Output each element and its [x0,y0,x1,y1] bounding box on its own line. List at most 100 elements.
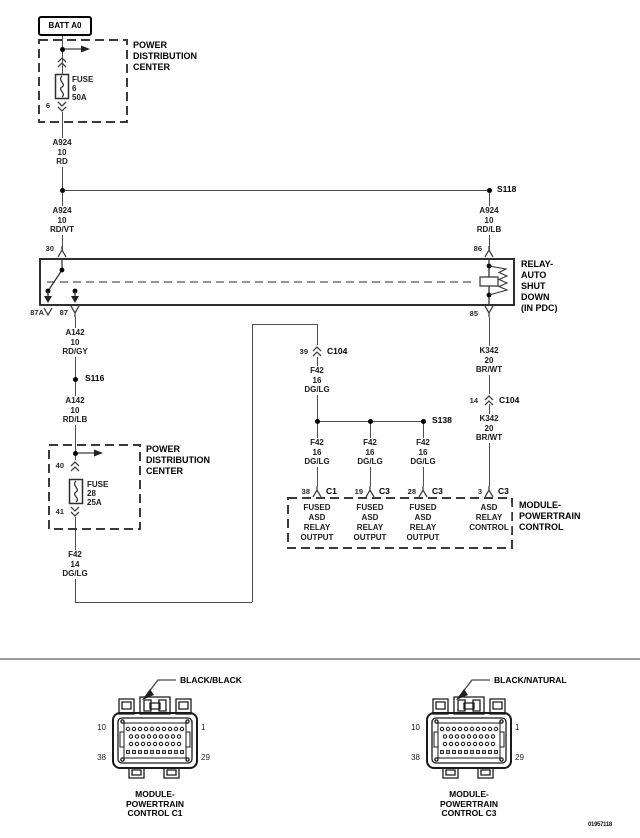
connector-face-c3 [426,696,512,780]
pin-fork-icon [418,486,428,498]
pin-number: 41 [55,507,64,516]
pin-number: 40 [55,461,64,470]
junction-dot [60,188,65,193]
wire [62,34,63,75]
wire [75,602,252,603]
fuse-icon [54,73,70,100]
pin-number: 39 [299,347,308,356]
pdc1-box [38,39,128,123]
section-divider [0,658,640,660]
pin-number: 6 [45,101,50,110]
connector-pin-number: 38 [411,753,420,762]
pin-number: 30 [45,244,54,253]
wire [62,190,489,191]
pin-fork-icon [57,246,67,258]
connector-label-c104: C104 [327,346,348,356]
pin-fork-icon [365,486,375,498]
splice-label-s138: S138 [432,415,452,425]
pin-fork-icon [484,246,494,258]
splice-dot-s116 [73,377,78,382]
connector-color-label: BLACK/BLACK [180,675,242,685]
connector-chevron-icon [484,395,494,406]
splice-label-s118: S118 [497,184,517,194]
pin-number: 19 [354,487,363,496]
pin-number: 85 [469,309,478,318]
wire [252,324,253,602]
connector-chevron-icon [70,506,80,517]
connector-label-c1: C1 [326,486,337,496]
connector-pin-number: 1 [515,723,520,732]
connector-pin-number: 38 [97,753,106,762]
splice-dot [315,419,320,424]
splice-dot [368,419,373,424]
relay-internals [44,258,515,306]
wire [317,324,318,345]
pin-fork-icon [312,486,322,498]
connector-pin-number: 10 [411,723,420,732]
pin-fork-icon [484,486,494,498]
relay-box [39,258,515,306]
pin-number: 87 [59,308,68,317]
connector-chevron-icon [70,461,80,472]
pin-number: 38 [301,487,310,496]
pin-fork-icon [484,305,494,317]
pin-number: 3 [477,487,482,496]
pin-number: 87A [30,308,44,317]
diagram-id: 01957118 [588,822,612,828]
pin-fork-icon [70,305,80,317]
pdc2-box [48,444,141,530]
fuse-icon [68,478,84,505]
connector-color-label: BLACK/NATURAL [494,675,567,685]
pcm-box [287,497,513,549]
pin-number: 14 [469,396,478,405]
battery-label: BATT A0 [48,21,82,30]
splice-dot-s118 [487,188,492,193]
connector-chevron-icon [312,346,322,357]
connector-pin-number: 10 [97,723,106,732]
pin-number: 86 [473,244,482,253]
connector-label-c104: C104 [499,395,520,405]
splice-label-s116: S116 [85,373,105,383]
pin-chevron-icon [43,307,53,317]
wire [489,404,490,486]
connector-pin-number: 1 [201,723,206,732]
battery-feed-box: BATT A0 [38,16,92,36]
connector-chevron-icon [57,57,67,68]
connector-pin-number: 29 [201,753,210,762]
wire [252,324,317,325]
junction-dot [73,451,78,456]
connector-label-c3: C3 [432,486,443,496]
connector-face-c1 [112,696,198,780]
connector-label-c3: C3 [498,486,509,496]
pin-number: 28 [407,487,416,496]
feed-arrow-icon [65,45,90,53]
connector-pin-number: 29 [515,753,524,762]
wire [75,317,76,460]
splice-dot-s138 [421,419,426,424]
connector-chevron-icon [57,101,67,112]
